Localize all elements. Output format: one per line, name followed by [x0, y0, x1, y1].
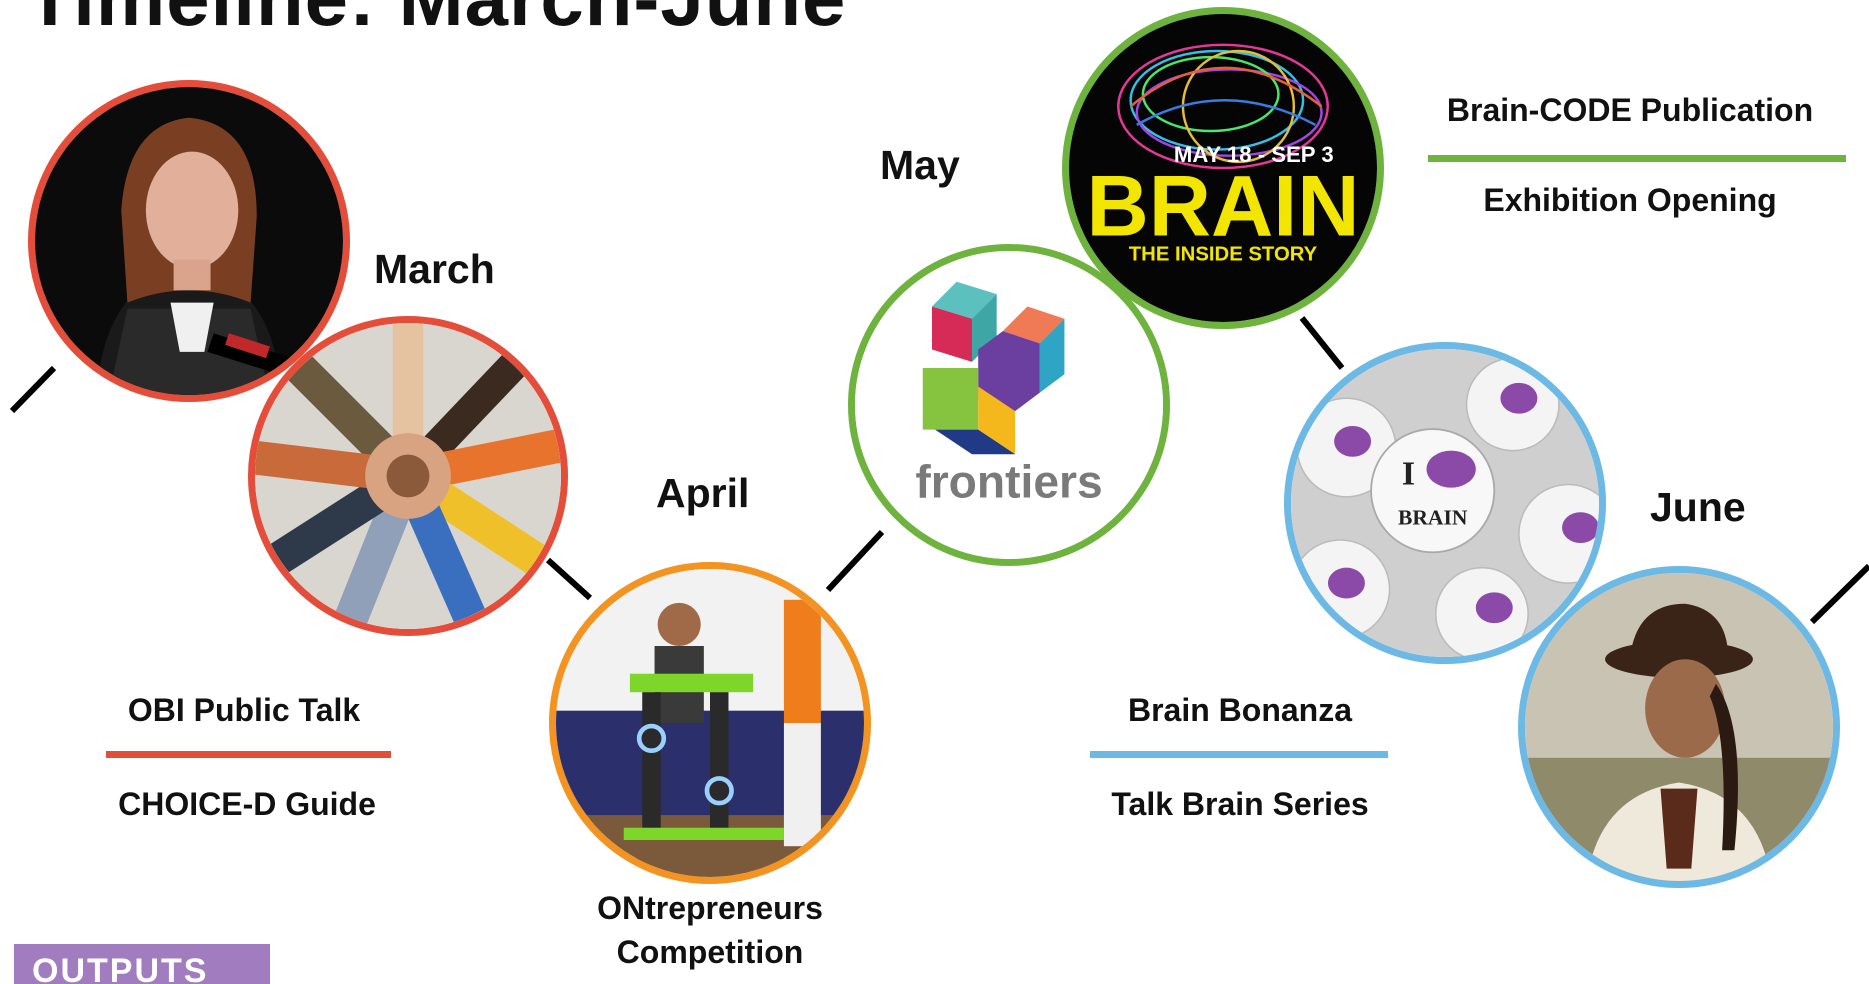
event-obi-public-talk: OBI Public Talk — [127, 692, 361, 728]
month-march: March — [374, 246, 495, 292]
brain-exhibition-poster: MAY 18 - SEP 3 BRAIN THE INSIDE STORY — [1062, 7, 1384, 329]
poster-subtitle: THE INSIDE STORY — [1129, 243, 1318, 265]
event-choice-d-guide: CHOICE-D Guide — [118, 786, 376, 822]
event-talk-brain-series: Talk Brain Series — [1111, 786, 1369, 822]
event-ontrepreneurs-line2: Competition — [616, 934, 804, 970]
connector-line — [825, 529, 885, 593]
june-divider — [1090, 751, 1388, 758]
may-divider — [1428, 155, 1846, 162]
month-june: June — [1650, 484, 1746, 530]
speaker-photo — [28, 80, 350, 402]
month-may: May — [880, 142, 960, 188]
page-title: Timeline: March-June — [26, 0, 846, 42]
poster-dates: MAY 18 - SEP 3 — [1174, 142, 1334, 167]
connector-line — [1299, 316, 1345, 370]
event-ontrepreneurs-line1: ONtrepreneurs — [597, 890, 823, 926]
event-exhibition-opening: Exhibition Opening — [1483, 182, 1777, 218]
exoskeleton-photo — [549, 562, 871, 884]
hands-photo — [248, 316, 568, 636]
outputs-tag: OUTPUTS — [14, 944, 270, 984]
month-april: April — [656, 470, 750, 516]
indigenous-speaker-photo — [1518, 566, 1840, 888]
frontiers-logo: frontiers — [848, 244, 1170, 566]
brain-buttons-photo: I BRAIN — [1284, 342, 1606, 664]
event-brain-bonanza: Brain Bonanza — [1127, 692, 1353, 728]
march-divider — [106, 751, 391, 758]
connector-line — [1809, 563, 1869, 625]
poster-brain-word: BRAIN — [1086, 159, 1359, 255]
connector-line — [545, 557, 593, 601]
button-i-text: I — [1402, 456, 1415, 493]
frontiers-logo-text: frontiers — [915, 455, 1102, 507]
connector-line — [9, 365, 57, 414]
event-brain-code-publication: Brain-CODE Publication — [1446, 92, 1814, 128]
button-brain-text: BRAIN — [1398, 506, 1468, 530]
